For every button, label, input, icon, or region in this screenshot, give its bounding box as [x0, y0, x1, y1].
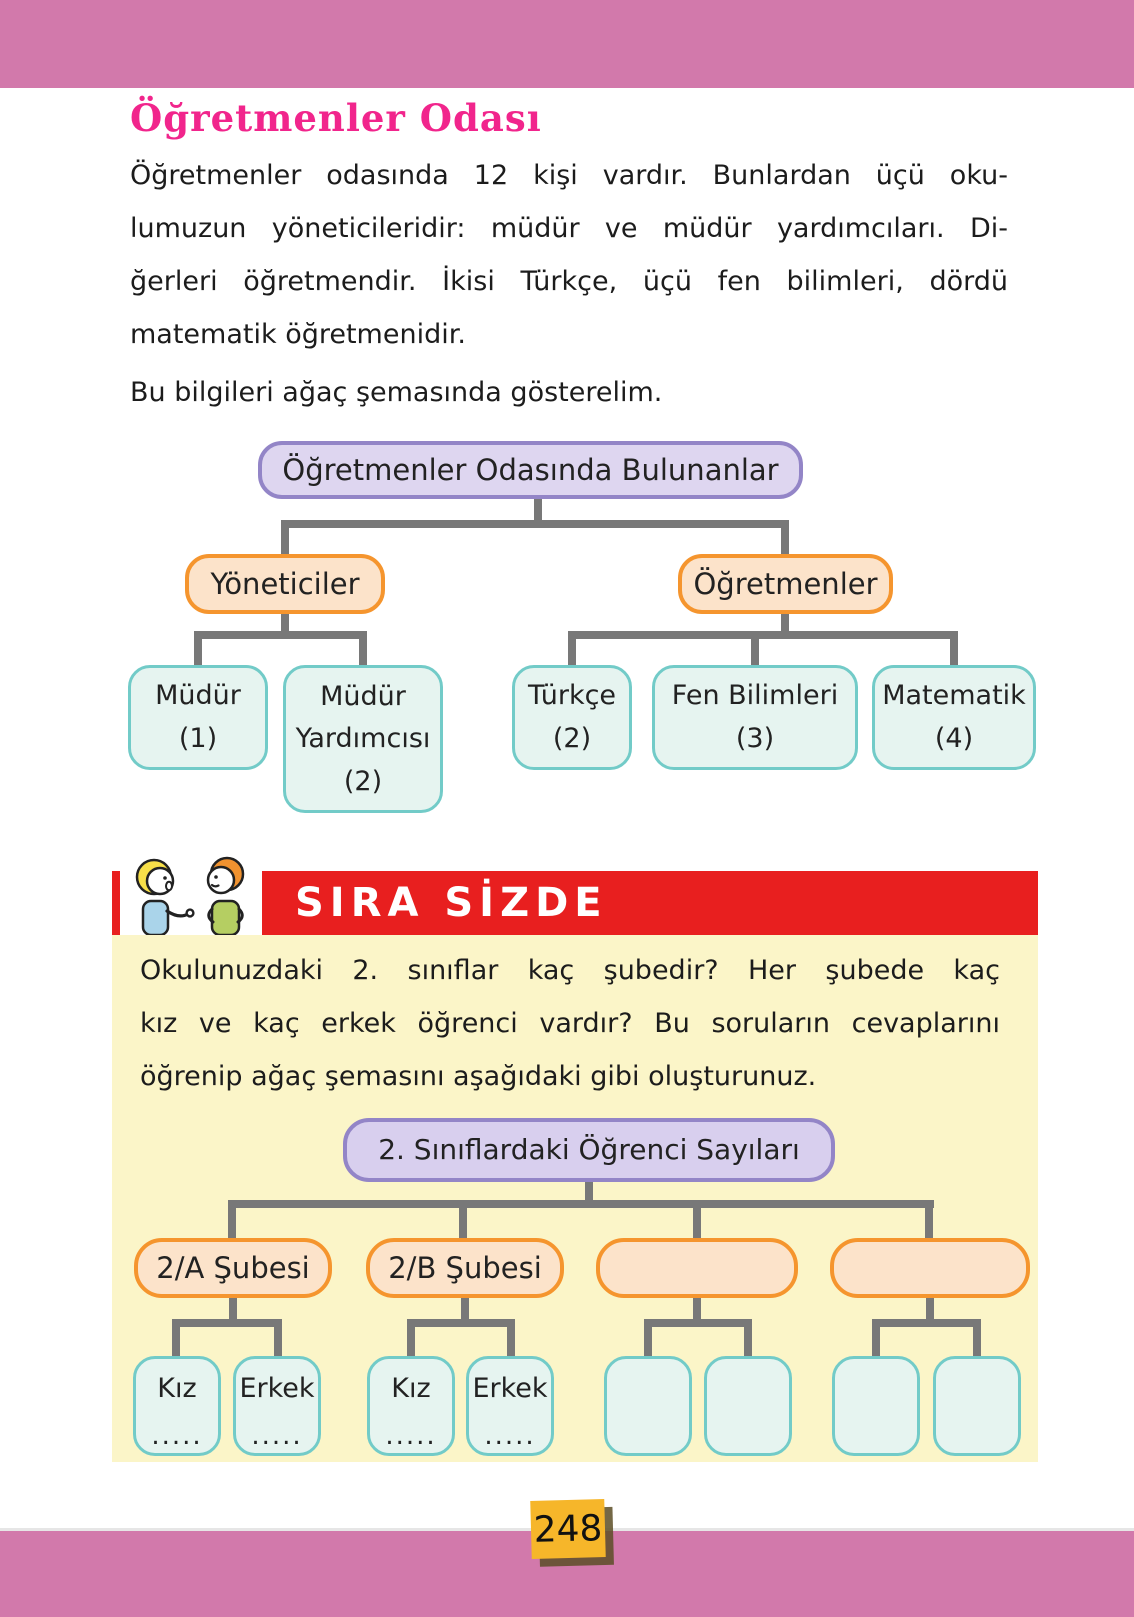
tree-connector	[926, 1296, 934, 1323]
tree-connector	[274, 1319, 282, 1359]
tree-connector	[781, 612, 789, 637]
exercise-line: kız ve kaç erkek öğrenci vardır? Bu soru…	[140, 1008, 1000, 1039]
tree-connector	[172, 1319, 180, 1359]
erkek-box: Erkek .....	[233, 1356, 321, 1456]
tree-connector	[228, 1200, 236, 1240]
tree-connector	[194, 631, 367, 639]
tree2-root-box: 2. Sınıflardaki Öğrenci Sayıları	[343, 1118, 835, 1182]
tree-connector	[228, 1200, 934, 1208]
tree-connector	[644, 1319, 652, 1359]
mudur-box: Müdür (1)	[128, 665, 268, 770]
tree-connector	[194, 631, 202, 667]
tree-connector	[229, 1296, 237, 1323]
tree-connector	[568, 631, 576, 667]
tree-connector	[407, 1319, 415, 1359]
kiz-box: Kız .....	[367, 1356, 455, 1456]
teachers-box: Öğretmenler	[678, 554, 893, 614]
page-number-tag: 248	[530, 1499, 606, 1559]
tree-connector	[507, 1319, 515, 1359]
exercise-line: öğrenip ağaç şemasını aşağıdaki gibi olu…	[140, 1061, 817, 1092]
tree-connector	[359, 631, 367, 667]
matematik-box: Matematik (4)	[872, 665, 1036, 770]
tree-connector	[872, 1319, 981, 1327]
talking-kids-icon	[135, 856, 245, 935]
erkek-box: Erkek .....	[466, 1356, 554, 1456]
tree-connector	[534, 496, 542, 526]
tree-connector	[744, 1319, 752, 1359]
tree-connector	[781, 520, 789, 556]
paragraph-line: lumuzun yöneticileridir: müdür ve müdür …	[130, 213, 1008, 244]
answer-dots: .....	[251, 1421, 303, 1451]
paragraph-line: matematik öğretmenidir.	[130, 319, 466, 350]
page-number: 248	[533, 1507, 603, 1551]
empty-leaf-box	[933, 1356, 1021, 1456]
tree-connector	[644, 1319, 752, 1327]
tree-connector	[172, 1319, 282, 1327]
tree-connector	[693, 1200, 701, 1240]
tree-connector	[925, 1200, 933, 1240]
lead-sentence: Bu bilgileri ağaç şemasında gösterelim.	[130, 377, 663, 408]
lesson-title: Öğretmenler Odası	[130, 96, 542, 140]
tree-connector	[751, 631, 759, 667]
exercise-text: Okulunuzdaki 2. sınıflar kaç şubedir? He…	[140, 944, 1000, 1103]
tree-connector	[461, 1296, 469, 1323]
sira-sizde-header	[112, 871, 1038, 935]
tree-connector	[568, 631, 958, 639]
empty-leaf-box	[832, 1356, 920, 1456]
fen-bilimleri-box: Fen Bilimleri (3)	[652, 665, 858, 770]
tree-connector	[459, 1200, 467, 1240]
empty-branch-box	[830, 1238, 1030, 1298]
tree-connector	[950, 631, 958, 667]
managers-box: Yöneticiler	[185, 554, 385, 614]
paragraph-line: Öğretmenler odasında 12 kişi vardır. Bun…	[130, 160, 1008, 191]
exercise-line: Okulunuzdaki 2. sınıflar kaç şubedir? He…	[140, 955, 1000, 986]
tree-connector	[872, 1319, 880, 1359]
answer-dots: .....	[385, 1421, 437, 1451]
top-border-bar	[0, 0, 1134, 88]
turkce-box: Türkçe (2)	[512, 665, 632, 770]
lesson-paragraph: Öğretmenler odasında 12 kişi vardır. Bun…	[130, 149, 1008, 361]
tree-connector	[973, 1319, 981, 1359]
answer-dots: .....	[151, 1421, 203, 1451]
tree-connector	[281, 520, 289, 556]
branch-2a-box: 2/A Şubesi	[134, 1238, 332, 1298]
empty-leaf-box	[704, 1356, 792, 1456]
answer-dots: .....	[484, 1421, 536, 1451]
tree-connector	[281, 520, 789, 528]
tree-connector	[693, 1296, 701, 1323]
branch-2b-box: 2/B Şubesi	[366, 1238, 564, 1298]
paragraph-line: ğerleri öğretmendir. İkisi Türkçe, üçü f…	[130, 266, 1008, 297]
empty-branch-box	[596, 1238, 798, 1298]
tree-connector	[585, 1182, 593, 1206]
mudur-yardimcisi-box: Müdür Yardımcısı (2)	[283, 665, 443, 813]
sira-sizde-title: SIRA SİZDE	[295, 880, 608, 926]
tree-root-box: Öğretmenler Odasında Bulunanlar	[258, 441, 803, 499]
tree-connector	[281, 612, 289, 637]
kiz-box: Kız .....	[133, 1356, 221, 1456]
empty-leaf-box	[604, 1356, 692, 1456]
tree-connector	[407, 1319, 515, 1327]
